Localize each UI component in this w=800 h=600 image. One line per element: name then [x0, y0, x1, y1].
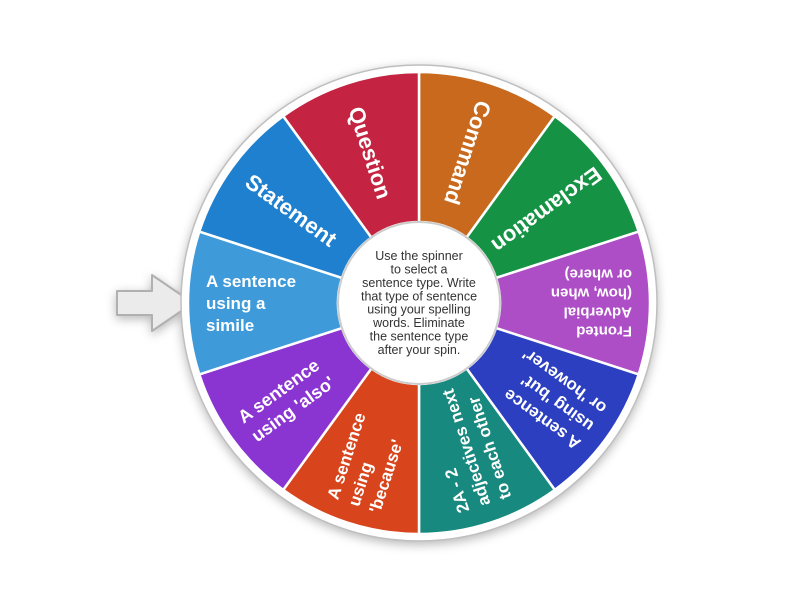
arrow-right-icon	[116, 274, 194, 332]
wheel-group: CommandExclamationFrontedAdverbial(how, …	[180, 64, 658, 542]
wheel-center	[337, 221, 501, 385]
